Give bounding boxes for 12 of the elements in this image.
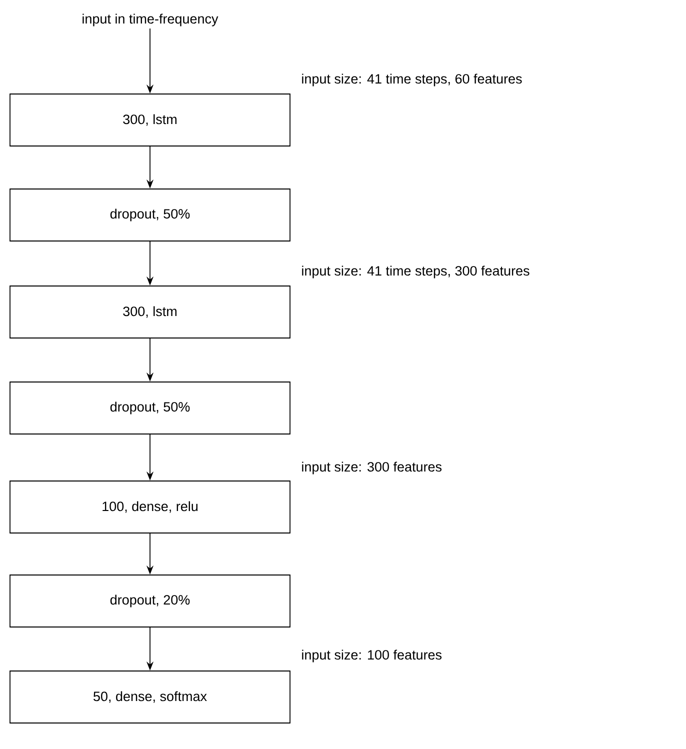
layer-box: dropout, 50%	[10, 188, 290, 242]
input-size-note: input size: 300 features	[302, 462, 442, 474]
input-size-note: input size: 41 time steps, 60 features	[302, 74, 522, 86]
layer-box: 300, lstm	[10, 94, 290, 146]
input-label: input in time-frequency	[82, 14, 218, 26]
input-size-note: input size: 41 time steps, 300 features	[302, 266, 530, 278]
input-size-note: input size: 100 features	[302, 650, 442, 662]
layer-box: 100, dense, relu	[10, 480, 290, 534]
layer-box: dropout, 50%	[10, 382, 290, 434]
layer-box: dropout, 20%	[10, 574, 290, 628]
layer-box: 300, lstm	[10, 286, 290, 338]
layer-box: 50, dense, softmax	[10, 670, 290, 724]
